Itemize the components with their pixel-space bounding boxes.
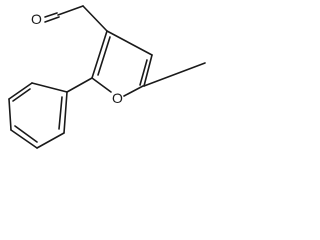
furan-bond-o-c2 xyxy=(91,77,112,93)
furan-bond-c3-c4 xyxy=(106,30,153,56)
aldehyde-double-bond-outer xyxy=(44,12,58,18)
furan-bond-c2-c3-outer xyxy=(91,30,108,79)
furan-bond-c4-c5-inner xyxy=(139,59,148,86)
phenyl-bond-4-inner xyxy=(14,125,38,143)
phenyl-bond-5 xyxy=(36,132,65,149)
aldehyde-double-bond-inner xyxy=(44,16,60,23)
aldehyde-ch-bond xyxy=(57,5,84,16)
furan-bond-c2-c3-inner xyxy=(97,36,111,76)
structure-canvas: O O xyxy=(0,0,214,156)
phenyl-bond-6 xyxy=(63,91,68,134)
phenyl-bond-2-inner xyxy=(12,88,31,102)
methyl-bond xyxy=(143,62,206,87)
phenyl-bond-1 xyxy=(31,82,68,93)
phenyl-bond-2 xyxy=(8,82,33,100)
furan-bond-c5-o xyxy=(123,85,144,97)
molecule-drawing: O O xyxy=(8,5,206,149)
phenyl-bond-6-inner xyxy=(58,96,63,130)
furan-bond-c4-c5-outer xyxy=(143,54,153,87)
phenyl-bond-3 xyxy=(8,98,12,131)
aldehyde-to-ring-bond xyxy=(82,5,108,32)
carbonyl-oxygen-label: O xyxy=(31,11,42,27)
phenyl-link-bond xyxy=(66,77,93,93)
ring-oxygen-label: O xyxy=(112,90,123,106)
phenyl-bond-4 xyxy=(10,129,38,149)
